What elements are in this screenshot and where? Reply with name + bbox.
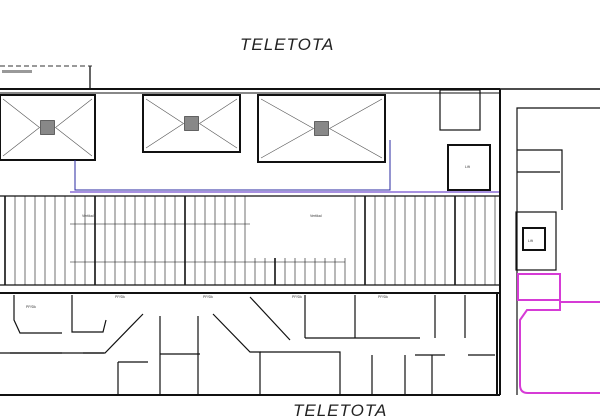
label-room-2: PP/Dk [115, 295, 125, 299]
elevator-shafts [0, 94, 386, 163]
label-room-3: PP/Dk [203, 295, 213, 299]
highlighted-area [517, 273, 600, 394]
label-ramp-left: Vertikal [82, 214, 94, 218]
shaft-1 [0, 94, 96, 161]
office-floor [0, 292, 500, 396]
title-bottom: TELETOTA [293, 401, 387, 420]
glazing-line [70, 140, 500, 193]
ramp-band [0, 195, 500, 286]
site-boundary [0, 65, 92, 88]
north-wall [0, 88, 500, 94]
label-room-4: PP/Dk [292, 295, 302, 299]
label-room-1: PP/Dk [26, 305, 36, 309]
label-lift-2: Lift [528, 239, 533, 243]
shaft-3 [257, 94, 386, 163]
label-ramp-right: Vertikal [310, 214, 322, 218]
shaft-2 [142, 94, 241, 153]
label-lift-1: Lift [465, 165, 470, 169]
title-top: TELETOTA [240, 35, 334, 54]
label-room-5: PP/Dk [378, 295, 388, 299]
